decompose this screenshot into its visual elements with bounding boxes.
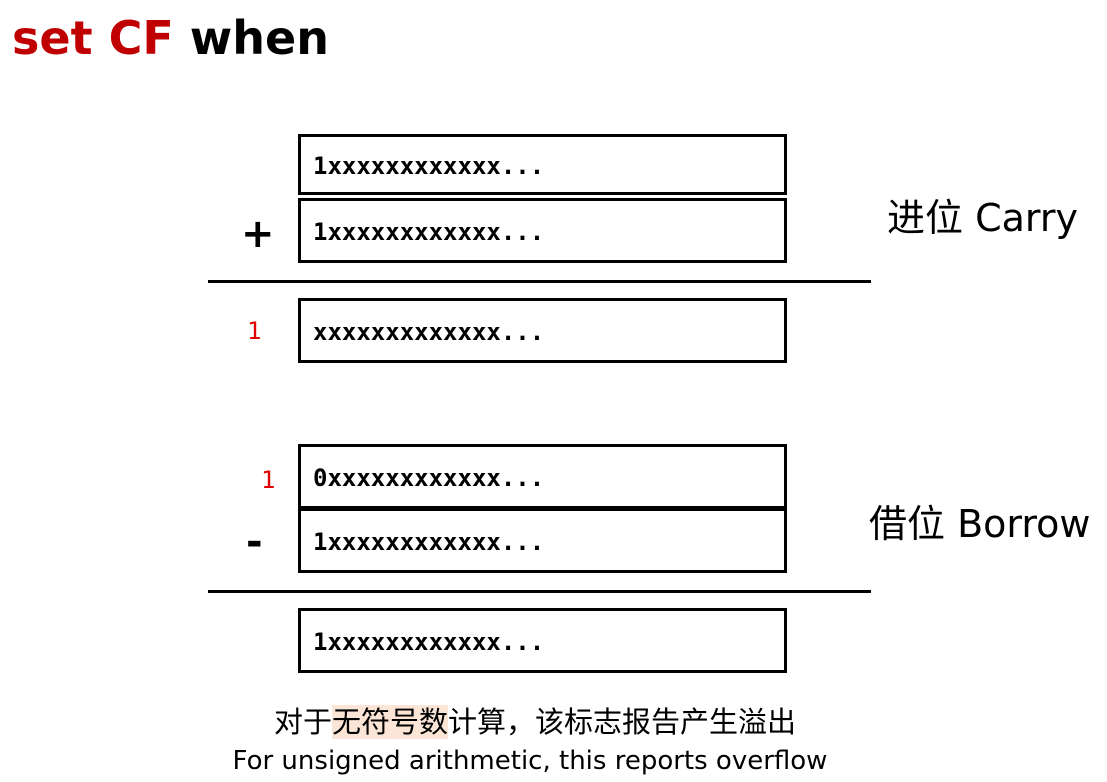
carry-result-text: xxxxxxxxxxxxx... (313, 318, 545, 346)
carry-sum-rule (208, 280, 871, 283)
title-rest: when (189, 11, 329, 65)
slide-title: set CF when (12, 8, 329, 68)
borrow-result-box: 1xxxxxxxxxxxx... (298, 608, 787, 673)
plus-operator: + (241, 211, 275, 257)
carry-operand1-text: 1xxxxxxxxxxxx... (313, 152, 545, 180)
borrow-label: 借位 Borrow (869, 502, 1091, 546)
title-accent: set CF (12, 11, 174, 65)
carry-label: 进位 Carry (887, 196, 1078, 240)
carry-operand2-text: 1xxxxxxxxxxxx... (313, 218, 545, 246)
caption-cn-highlight: 无符号数 (331, 705, 448, 739)
borrow-in-digit: 1 (261, 466, 276, 494)
minus-operator: - (246, 519, 263, 565)
caption-cn-prefix: 对于 (273, 705, 332, 739)
borrow-result-text: 1xxxxxxxxxxxx... (313, 628, 545, 656)
carry-operand2-box: 1xxxxxxxxxxxx... (298, 198, 787, 263)
borrow-difference-rule (208, 590, 871, 593)
carry-out-digit: 1 (247, 317, 262, 345)
caption-cn-suffix: 计算，该标志报告产生溢出 (448, 705, 797, 739)
caption-english: For unsigned arithmetic, this reports ov… (232, 746, 828, 776)
caption-chinese: 对于无符号数计算，该标志报告产生溢出 (0, 702, 1070, 742)
borrow-operand2-box: 1xxxxxxxxxxxx... (298, 508, 787, 573)
borrow-operand1-text: 0xxxxxxxxxxxx... (313, 464, 545, 492)
carry-operand1-box: 1xxxxxxxxxxxx... (298, 134, 787, 195)
carry-result-box: xxxxxxxxxxxxx... (298, 298, 787, 363)
borrow-operand1-box: 0xxxxxxxxxxxx... (298, 444, 787, 509)
borrow-operand2-text: 1xxxxxxxxxxxx... (313, 528, 545, 556)
